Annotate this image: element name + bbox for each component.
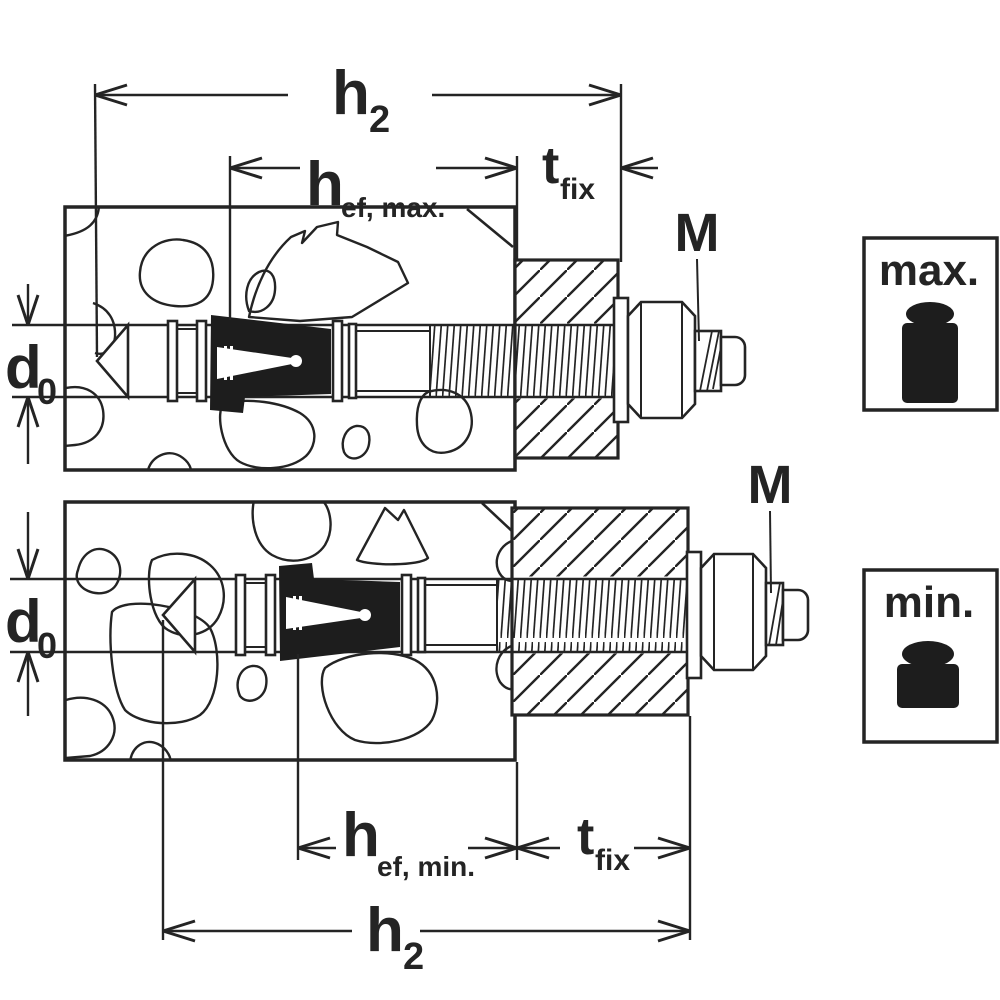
weight-icon [897, 641, 959, 708]
bottom-dimensions [16, 510, 772, 943]
washer [685, 550, 703, 680]
washer [612, 296, 630, 424]
hex-nut [699, 552, 768, 672]
dim-hef-max-label: hef, max. [306, 150, 445, 223]
dim-hef-min-label: hef, min. [342, 801, 475, 882]
top-dimensions [16, 83, 700, 464]
dim-h2-label: h2 [332, 59, 390, 141]
dim-d0-label: d0 [5, 334, 57, 412]
bolt-end [781, 588, 810, 642]
corner-break-mark [481, 502, 514, 533]
legend-max: max. [862, 236, 999, 412]
legend-min: min. [862, 568, 999, 744]
thread-size-label: M [675, 203, 720, 263]
expansion-clip [210, 315, 331, 413]
thread-size-label: M [748, 455, 793, 515]
hex-nut [626, 300, 697, 420]
thread-size-leader [769, 510, 772, 594]
dim-tfix-label: tfix [542, 137, 595, 206]
thread-stub [693, 329, 723, 393]
thread-stub [764, 581, 785, 647]
bolt-end [719, 335, 747, 387]
concrete-block [63, 500, 517, 762]
top-labels: h2 hef, max. tfix d0 M [5, 59, 719, 412]
top-drawing: h2 hef, max. tfix d0 M [5, 59, 747, 472]
thread-section [496, 578, 688, 653]
drill-point [95, 321, 130, 401]
corner-break-mark [466, 207, 514, 249]
dim-h2-label: h2 [366, 896, 424, 978]
bottom-drawing: hef, min. tfix h2 d0 M [5, 455, 810, 978]
dim-d0-label: d0 [5, 588, 57, 666]
anchor-bolt-min [161, 550, 810, 680]
dim-tfix-label: tfix [577, 808, 630, 877]
thread-size-leader [696, 258, 700, 342]
fixture-plate [510, 506, 690, 717]
anchor-bolt-max [95, 296, 747, 424]
weight-icon [902, 302, 958, 403]
legend-min-label: min. [884, 578, 974, 627]
expansion-clip [279, 563, 400, 661]
fixture-plate [513, 258, 620, 460]
legend-max-label: max. [879, 246, 979, 295]
drill-point [161, 575, 197, 656]
thread-section [429, 324, 615, 398]
bottom-labels: hef, min. tfix h2 d0 M [5, 455, 792, 978]
